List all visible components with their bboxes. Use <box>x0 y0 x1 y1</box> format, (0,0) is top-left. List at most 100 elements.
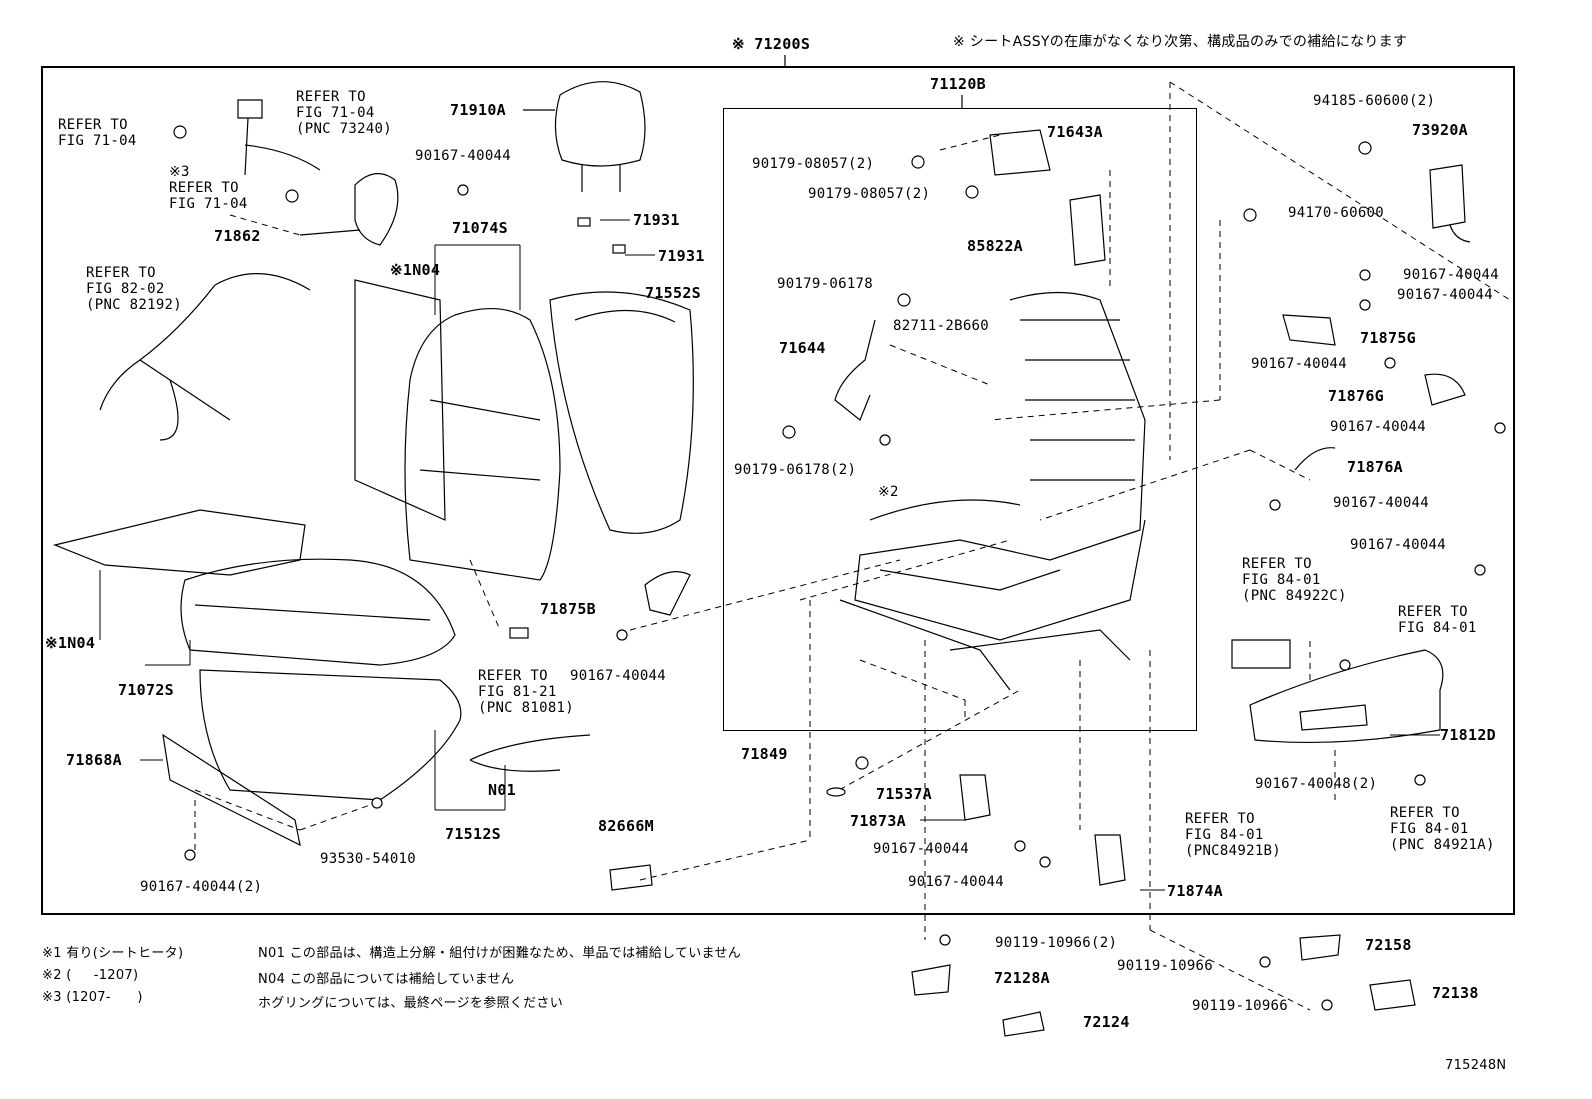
label-71074S: 71074S <box>452 219 508 237</box>
bolt-icon <box>371 797 383 809</box>
recliner-cover <box>299 173 399 246</box>
cover-72124 <box>1002 1011 1045 1037</box>
label-90167-g: 90167-40044 <box>1397 287 1494 303</box>
bolt-icon <box>1359 269 1371 281</box>
headrest-shape <box>554 81 646 167</box>
label-94185: 94185-60600(2) <box>1313 93 1436 109</box>
label-90167-a: 90167-40044 <box>415 148 512 164</box>
label-90167-f: 90167-40044 <box>1403 267 1500 283</box>
bolt-icon <box>939 934 951 946</box>
refer-fig-71-04-c[interactable]: ※3 REFER TO FIG 71-04 <box>169 164 248 212</box>
refer-fig-81-21[interactable]: REFER TO FIG 81-21 (PNC 81081) <box>478 668 575 716</box>
label-N01: N01 <box>488 781 516 799</box>
label-90179-b: 90179-08057(2) <box>808 186 931 202</box>
bolt-icon <box>1339 659 1351 671</box>
clip-icon <box>577 217 591 227</box>
cover-72138 <box>1369 979 1416 1011</box>
inner-frame-71120B <box>723 108 1197 731</box>
seat-cushion-cover <box>180 558 456 666</box>
bolt-icon <box>1359 299 1371 311</box>
airbag-73920A <box>1429 164 1471 243</box>
label-71910A: 71910A <box>450 101 506 119</box>
footnote-5: N04 この部品については補給していません <box>258 972 515 987</box>
footnote-2: ※2 ( -1207) <box>42 968 139 983</box>
refer-fig-84-01-c[interactable]: REFER TO FIG 84-01 (PNC84921B) <box>1185 811 1282 859</box>
label-71931-a: 71931 <box>633 211 680 229</box>
bolt-icon <box>1014 840 1026 852</box>
motor-85822A <box>1069 194 1106 266</box>
refer-fig-84-01-d[interactable]: REFER TO FIG 84-01 (PNC 84921A) <box>1390 805 1495 853</box>
top-note: ※ シートASSYの在庫がなくなり次第、構成品のみでの補給になります <box>953 34 1408 50</box>
seat-cushion-pad <box>199 669 462 801</box>
bolt-icon <box>1039 856 1051 868</box>
cover-72158 <box>1299 934 1341 961</box>
label-90119-c: 90119-10966 <box>1192 998 1289 1014</box>
footnote-6: ホグリングについては、最終ページを参照ください <box>258 996 563 1011</box>
nut-icon <box>965 185 979 199</box>
cover-71875B <box>644 571 691 616</box>
label-71812D: 71812D <box>1440 726 1496 744</box>
refer-fig-84-01-a[interactable]: REFER TO FIG 84-01 (PNC 84922C) <box>1242 556 1347 604</box>
assembly-title: ※ 71200S <box>732 35 811 53</box>
nut-icon <box>1243 208 1257 222</box>
label-90167-i: 90167-40044 <box>1330 419 1427 435</box>
label-90167-d: 90167-40044 <box>873 841 970 857</box>
bracket-71873A <box>959 774 991 821</box>
refer-fig-71-04-a[interactable]: REFER TO FIG 71-04 <box>58 117 137 149</box>
lever-71876A <box>1294 447 1336 471</box>
bracket-71643A <box>989 129 1051 176</box>
label-71644: 71644 <box>779 339 826 357</box>
label-90167-k: 90167-40044 <box>1350 537 1447 553</box>
footnote-4: N01 この部品は、構造上分解・組付けが困難なため、単品では補給していません <box>258 946 742 961</box>
label-72124: 72124 <box>1083 1013 1130 1031</box>
bracket-71874A <box>1094 834 1126 886</box>
clip-icon <box>855 756 869 770</box>
seat-heater-mat <box>53 509 306 576</box>
nut-icon <box>911 155 925 169</box>
label-90179-a: 90179-08057(2) <box>752 156 875 172</box>
label-71552S: 71552S <box>645 284 701 302</box>
label-72158: 72158 <box>1365 936 1412 954</box>
bolt-icon <box>1384 357 1396 369</box>
label-71072S: 71072S <box>118 681 174 699</box>
label-90167-b: 90167-40044 <box>570 668 667 684</box>
bolt-icon <box>1269 499 1281 511</box>
wire-harness <box>99 273 311 441</box>
bolt-icon <box>1259 956 1271 968</box>
grommet-icon <box>826 787 846 797</box>
nut-icon <box>285 189 299 203</box>
label-71874A: 71874A <box>1167 882 1223 900</box>
refer-fig-71-04-b[interactable]: REFER TO FIG 71-04 (PNC 73240) <box>296 89 393 137</box>
label-90167-h: 90167-40044 <box>1251 356 1348 372</box>
label-N04-a: ※1N04 <box>390 261 441 279</box>
label-90167-j: 90167-40044 <box>1333 495 1430 511</box>
label-90179-d: 90179-06178(2) <box>734 462 857 478</box>
switch-base <box>1231 639 1291 669</box>
label-90119-a: 90119-10966(2) <box>995 935 1118 951</box>
nut-icon <box>173 125 187 139</box>
footnote-1: ※1 有り(シートヒータ) <box>42 946 184 961</box>
label-93530: 93530-54010 <box>320 851 417 867</box>
label-71537A: 71537A <box>876 785 932 803</box>
label-N04-b: ※1N04 <box>45 634 96 652</box>
outer-shield-71812D <box>1249 649 1444 744</box>
back-board-shape <box>354 279 446 521</box>
bolt-icon <box>1474 564 1486 576</box>
refer-fig-84-01-b[interactable]: REFER TO FIG 84-01 <box>1398 604 1477 636</box>
label-71643A: 71643A <box>1047 123 1103 141</box>
cover-71876G <box>1424 373 1466 406</box>
label-90167-c: 90167-40044(2) <box>140 879 263 895</box>
seat-frame <box>854 291 1146 641</box>
refer-fig-82-02[interactable]: REFER TO FIG 82-02 (PNC 82192) <box>86 265 183 313</box>
washer-icon <box>879 434 891 446</box>
nut-icon <box>1358 141 1372 155</box>
bracket-82666M <box>609 864 653 891</box>
bolt-icon <box>616 629 628 641</box>
bolt-icon <box>457 184 469 196</box>
bolt-icon <box>1414 774 1426 786</box>
label-85822A: 85822A <box>967 237 1023 255</box>
label-73920A: 73920A <box>1412 121 1468 139</box>
cable-N01 <box>469 734 591 772</box>
label-71876A: 71876A <box>1347 458 1403 476</box>
